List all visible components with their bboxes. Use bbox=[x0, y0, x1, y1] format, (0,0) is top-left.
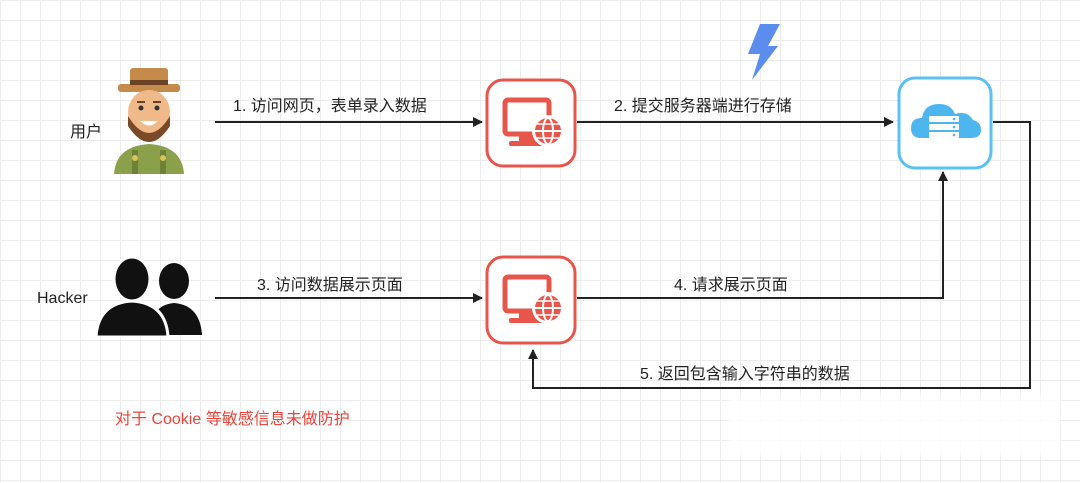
edge-label-step4: 4. 请求展示页面 bbox=[674, 277, 788, 294]
edge-label-step2: 2. 提交服务器端进行存储 bbox=[614, 98, 792, 115]
arrow-step4 bbox=[577, 171, 948, 299]
farmer-avatar-icon bbox=[104, 66, 194, 174]
watermark-overlay bbox=[730, 395, 1060, 455]
edge-label-step3: 3. 访问数据展示页面 bbox=[257, 277, 403, 294]
hacker-label: Hacker bbox=[37, 290, 88, 307]
warning-note: 对于 Cookie 等敏感信息未做防护 bbox=[115, 411, 350, 428]
hacker-group-icon bbox=[92, 255, 212, 339]
edge-label-step5: 5. 返回包含输入字符串的数据 bbox=[640, 366, 850, 383]
cloud-server-icon bbox=[897, 76, 993, 170]
arrow-step5 bbox=[528, 121, 1031, 389]
browser-globe-icon bbox=[485, 78, 577, 168]
user-label: 用户 bbox=[70, 124, 103, 141]
edge-label-step1: 1. 访问网页，表单录入数据 bbox=[233, 98, 427, 115]
browser-globe-icon bbox=[485, 255, 577, 345]
lightning-icon bbox=[746, 22, 782, 82]
